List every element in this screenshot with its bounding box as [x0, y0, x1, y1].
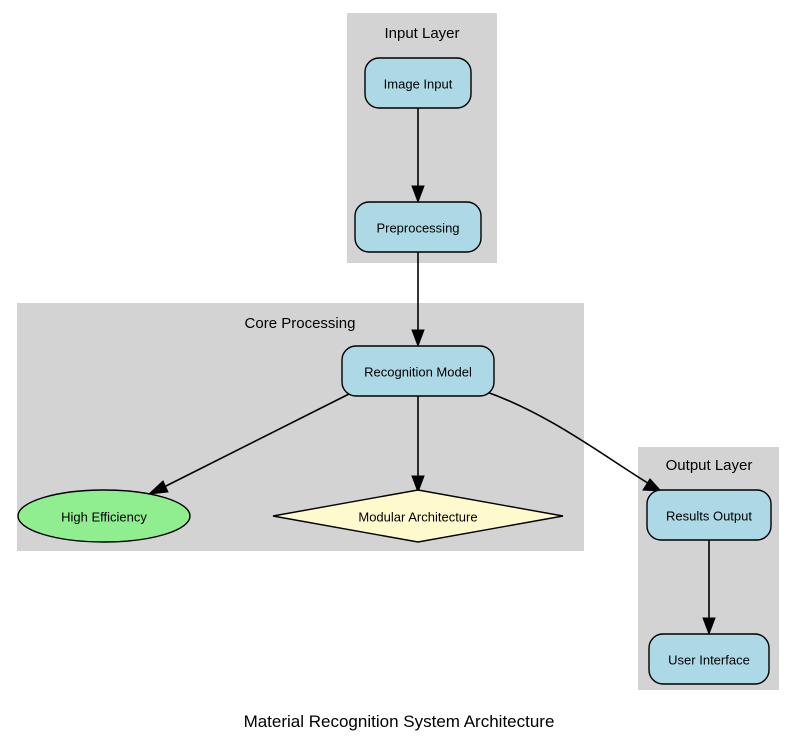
edge-results-output-user-interface	[702, 540, 716, 636]
arrowhead-icon	[642, 478, 663, 492]
arrowhead-icon	[411, 475, 425, 494]
arrowhead-icon	[147, 480, 169, 495]
edge-recognition-model-modular-architecture	[411, 396, 425, 494]
arrowhead-icon	[702, 617, 716, 636]
edge-line	[159, 392, 352, 490]
node-recognition-model-label: Recognition Model	[364, 365, 472, 380]
edge-recognition-model-results-output	[483, 390, 663, 492]
node-high-efficiency-label: High Efficiency	[61, 510, 147, 525]
node-image-input-label: Image Input	[384, 77, 453, 92]
node-modular-architecture-shape[interactable]	[272, 489, 564, 543]
node-modular-architecture-label: Modular Architecture	[358, 510, 477, 525]
node-preprocessing[interactable]: Preprocessing	[354, 201, 482, 253]
node-user-interface[interactable]: User Interface	[648, 633, 770, 685]
edge-recognition-model-high-efficiency	[147, 392, 352, 495]
edge-preprocessing-recognition-model	[411, 252, 425, 348]
node-recognition-model-shape[interactable]	[341, 345, 495, 397]
node-image-input-shape[interactable]	[364, 57, 472, 109]
node-modular-architecture[interactable]: Modular Architecture	[272, 489, 564, 543]
node-results-output-shape[interactable]	[646, 489, 772, 541]
cluster-output-layer-label: Output Layer	[666, 457, 753, 474]
node-recognition-model[interactable]: Recognition Model	[341, 345, 495, 397]
node-image-input[interactable]: Image Input	[364, 57, 472, 109]
node-results-output-label: Results Output	[666, 509, 752, 524]
arrowhead-icon	[411, 185, 425, 204]
node-high-efficiency-shape[interactable]	[17, 489, 191, 543]
node-high-efficiency[interactable]: High Efficiency	[17, 489, 191, 543]
node-results-output[interactable]: Results Output	[646, 489, 772, 541]
node-preprocessing-shape[interactable]	[354, 201, 482, 253]
node-user-interface-label: User Interface	[668, 653, 750, 668]
node-preprocessing-label: Preprocessing	[376, 221, 459, 236]
diagram-caption: Material Recognition System Architecture	[244, 712, 555, 731]
arrowhead-icon	[411, 329, 425, 348]
edge-image-input-preprocessing	[411, 108, 425, 204]
node-user-interface-shape[interactable]	[648, 633, 770, 685]
cluster-core-processing-label: Core Processing	[245, 315, 356, 332]
edge-line	[483, 390, 652, 486]
cluster-input-layer-label: Input Layer	[384, 25, 459, 42]
